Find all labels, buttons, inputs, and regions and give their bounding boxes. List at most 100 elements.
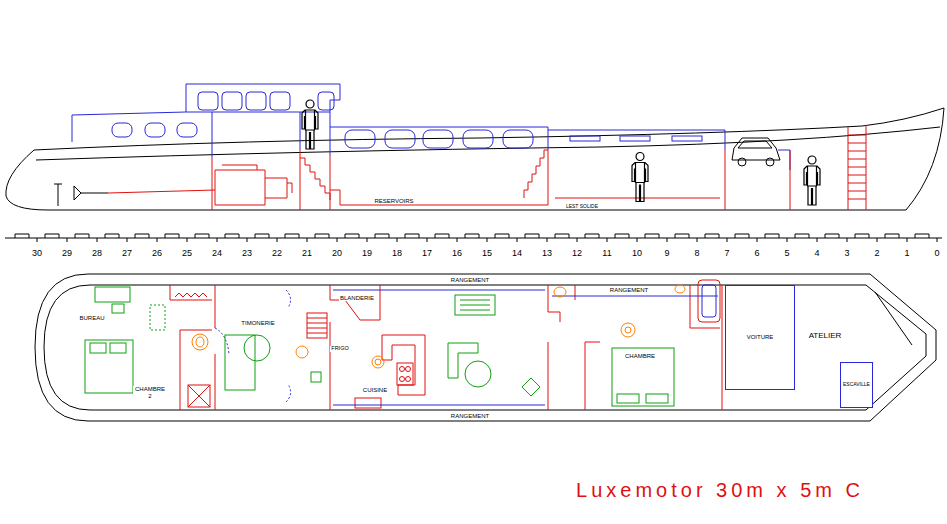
scale-number: 27	[121, 249, 133, 258]
scale-number: 17	[421, 249, 433, 258]
scale-number: 3	[843, 249, 850, 258]
room-label: FRIGO	[330, 346, 349, 352]
plan-walls	[406, 367, 411, 372]
plan-walls	[400, 377, 405, 382]
interior-section	[848, 125, 866, 210]
furniture	[465, 361, 491, 387]
hull-plan	[35, 274, 936, 421]
room-label: CHAMBRE 2	[133, 386, 167, 400]
furniture	[244, 335, 270, 361]
superstructure	[145, 123, 165, 137]
room-label: RANGEMENT	[450, 413, 490, 419]
scale-number: 14	[511, 249, 523, 258]
superstructure	[246, 92, 266, 110]
plan-fittings	[215, 285, 718, 405]
superstructure	[345, 130, 375, 148]
furniture	[617, 394, 639, 403]
superstructure	[270, 92, 290, 110]
sanitary-symbol	[675, 285, 685, 293]
scale-number: 23	[241, 249, 253, 258]
furniture	[90, 343, 106, 353]
interior-section	[300, 158, 330, 200]
superstructure	[186, 112, 548, 157]
scale-number: 16	[451, 249, 463, 258]
scale-number: 25	[181, 249, 193, 258]
scale-number: 24	[211, 249, 223, 258]
person-figure	[632, 153, 648, 202]
plan-walls	[382, 335, 425, 395]
furniture	[95, 287, 130, 302]
plan-walls	[307, 318, 327, 333]
room-label: BUREAU	[78, 315, 105, 321]
scale-number: 4	[813, 249, 820, 258]
scale-number: 15	[481, 249, 493, 258]
car-figure	[732, 138, 780, 166]
sanitary-symbol	[625, 327, 631, 333]
section-label: RESERVOIRS	[373, 198, 414, 204]
plan-walls	[188, 385, 210, 407]
superstructure	[72, 84, 725, 150]
hull-plan	[875, 292, 912, 345]
plan-walls	[548, 285, 720, 410]
sanitary-symbol	[554, 287, 566, 297]
plan-walls	[397, 363, 413, 385]
furniture	[110, 343, 126, 353]
superstructure	[503, 130, 533, 148]
superstructure	[672, 136, 702, 141]
box-label: ESCAVILLE	[843, 382, 870, 388]
scale-number: 19	[361, 249, 373, 258]
car-bay-box: VOITURE	[725, 285, 795, 390]
interior-section	[330, 190, 548, 205]
sanitary-symbol	[196, 337, 204, 347]
scale-number: 7	[723, 249, 730, 258]
scale-bar	[5, 234, 942, 242]
scale-number: 30	[31, 249, 43, 258]
plan-walls	[307, 313, 327, 338]
superstructure	[385, 130, 415, 148]
furniture	[612, 348, 674, 406]
scale-number: 0	[933, 249, 940, 258]
plan-walls	[355, 398, 381, 408]
room-label: CUISINE	[362, 387, 388, 393]
person-figure	[302, 100, 318, 149]
scale-number: 8	[693, 249, 700, 258]
plan-walls	[215, 285, 722, 410]
scale-number: 28	[91, 249, 103, 258]
car-figure	[738, 141, 772, 148]
superstructure	[72, 84, 790, 170]
furniture	[311, 372, 321, 382]
room-label: RANGEMENT	[450, 277, 490, 283]
sanitary-symbol	[192, 285, 685, 368]
furniture	[522, 378, 540, 396]
interior-section	[212, 150, 790, 210]
section-label: LEST SOLIDE	[565, 204, 599, 209]
hull-profile	[74, 186, 108, 200]
scale-number: 22	[271, 249, 283, 258]
room-label: ATELIER	[808, 332, 843, 340]
superstructure	[112, 123, 132, 137]
furniture	[460, 300, 490, 310]
scale-bar	[5, 234, 942, 242]
car-figure	[732, 138, 780, 160]
plan-walls	[175, 293, 207, 297]
furniture	[455, 295, 495, 315]
hull-profile	[6, 108, 944, 210]
person-figure	[302, 100, 820, 205]
hull-profile	[36, 127, 940, 160]
interior-section	[555, 198, 720, 199]
scale-number: 29	[61, 249, 73, 258]
car-figure	[766, 158, 774, 166]
hull-plan	[35, 274, 936, 421]
plan-walls	[170, 285, 212, 410]
hull-plan	[44, 285, 926, 410]
furniture	[448, 343, 478, 378]
room-label: BLANDERIE	[339, 295, 375, 301]
scale-number: 13	[541, 249, 553, 258]
interior-section	[524, 150, 548, 198]
furniture	[112, 304, 124, 313]
furniture	[85, 340, 133, 393]
scale-number: 10	[631, 249, 643, 258]
room-label: CHAMBRE	[624, 353, 656, 359]
scale-number: 18	[391, 249, 403, 258]
